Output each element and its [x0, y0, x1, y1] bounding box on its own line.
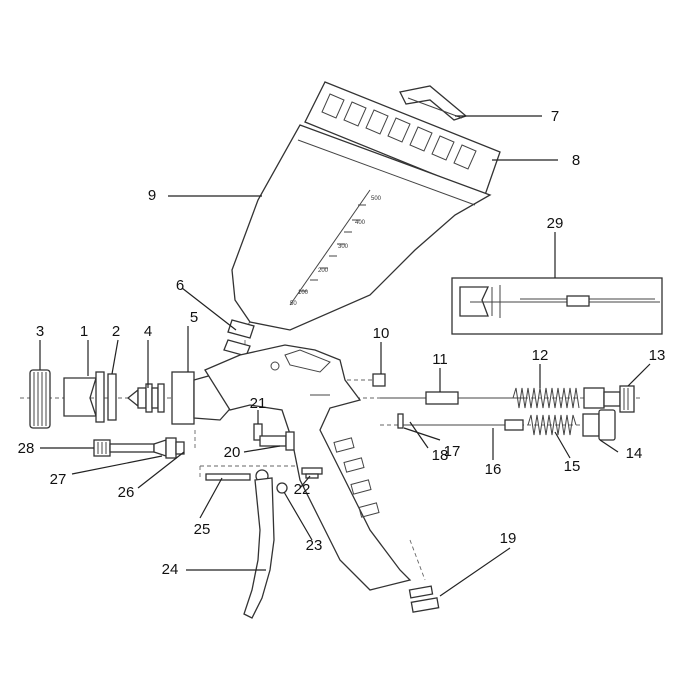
callout-9: 9 — [148, 187, 156, 204]
callout-5: 5 — [190, 309, 198, 326]
part-adjust-knob — [583, 385, 635, 413]
callout-6: 6 — [176, 277, 184, 294]
part-cup-clip — [399, 85, 468, 121]
callout-15: 15 — [564, 458, 581, 475]
callout-25: 25 — [194, 521, 211, 538]
callout-17: 17 — [444, 443, 461, 460]
callout-3: 3 — [36, 323, 44, 340]
callout-18: 18 — [432, 447, 449, 464]
part-trigger-pin — [205, 469, 288, 494]
part-valve-seat — [301, 467, 323, 479]
part-inset-box — [451, 277, 663, 335]
callout-14: 14 — [626, 445, 643, 462]
part-needle — [397, 413, 524, 431]
part-cup-lid — [304, 81, 501, 196]
callout-27: 27 — [50, 471, 67, 488]
leader-lines — [39, 115, 651, 597]
callout-12: 12 — [532, 347, 549, 364]
callout-7: 7 — [551, 108, 559, 125]
part-valve — [253, 423, 295, 451]
callout-29: 29 — [547, 215, 564, 232]
callout-10: 10 — [373, 325, 390, 342]
callout-2: 2 — [112, 323, 120, 340]
part-air-cap-ring — [29, 369, 51, 429]
cup-scale-50: 50 — [290, 301, 297, 307]
cup-scale-400: 400 — [355, 220, 366, 226]
part-air-cap — [63, 371, 105, 423]
callout-1: 1 — [80, 323, 88, 340]
part-small-cap — [372, 373, 386, 387]
callout-20: 20 — [224, 444, 241, 461]
part-fluid-nozzle — [126, 383, 165, 413]
part-spring-housing — [582, 409, 616, 441]
callout-11: 11 — [432, 351, 448, 368]
callout-8: 8 — [572, 152, 580, 169]
part-pattern-adjuster — [93, 437, 185, 459]
callout-16: 16 — [485, 461, 502, 478]
part-air-inlet — [408, 585, 440, 613]
part-spring-upper — [512, 387, 580, 409]
callout-19: 19 — [500, 530, 517, 547]
callout-labels: 1 2 3 4 5 6 7 8 9 10 11 12 13 14 15 16 1… — [18, 108, 666, 578]
part-needle-guide — [380, 391, 525, 405]
part-trigger — [243, 477, 275, 619]
part-cup-connector — [223, 319, 255, 357]
callout-4: 4 — [144, 323, 152, 340]
callout-13: 13 — [649, 347, 666, 364]
callout-28: 28 — [18, 440, 35, 457]
part-spring-lower — [527, 414, 577, 436]
callout-23: 23 — [306, 537, 323, 554]
callout-26: 26 — [118, 484, 135, 501]
cup-scale-300: 300 — [338, 244, 349, 250]
callout-22: 22 — [294, 481, 311, 498]
cup-scale-200: 200 — [318, 268, 329, 274]
callout-24: 24 — [162, 561, 179, 578]
callout-21: 21 — [250, 395, 267, 412]
part-seal-ring — [107, 373, 117, 421]
part-paint-cup: 500 400 300 200 100 50 — [231, 124, 492, 331]
cup-scale-100: 100 — [298, 290, 309, 296]
cup-scale-500: 500 — [371, 196, 382, 202]
